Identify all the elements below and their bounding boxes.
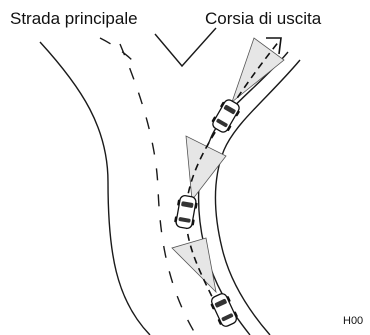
gore-edge — [154, 27, 217, 68]
beam-middle — [185, 135, 227, 202]
road-edge-left — [39, 41, 151, 335]
car-topview-icon — [174, 194, 198, 230]
car-topview-icon — [211, 99, 240, 133]
diagram-code-label: H00 — [343, 315, 363, 327]
exit-edge-outer — [214, 59, 301, 335]
beam-top — [231, 37, 285, 104]
exit-lane-label: Corsia di uscita — [205, 9, 322, 28]
beam-bottom — [171, 237, 217, 294]
main-road-label: Strada principale — [10, 9, 138, 28]
lane-divider — [119, 43, 197, 335]
main-road-lane-marks — [99, 37, 135, 63]
direction-arrow-icon — [266, 37, 282, 55]
car-topview-icon — [210, 293, 238, 327]
exit-edge-inner — [197, 51, 289, 335]
vehicle-trajectory — [185, 39, 281, 319]
